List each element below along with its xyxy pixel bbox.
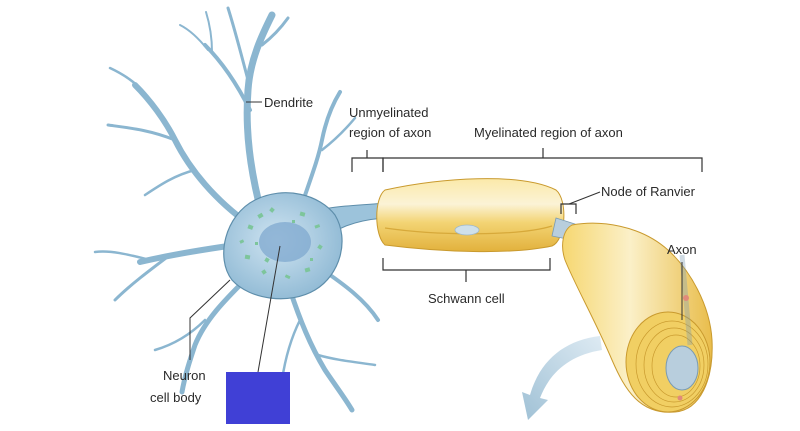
neuron-label-line2: cell body (150, 390, 202, 405)
cell-body-leader (189, 279, 231, 360)
axon-label: Axon (667, 242, 697, 257)
unmyelinated-label-line2: region of axon (349, 125, 431, 140)
schwann-cell-segment-2 (562, 222, 713, 413)
schwann-cell-label: Schwann cell (428, 291, 505, 306)
neuron-label-line1: Neuron (163, 368, 206, 383)
myelinated-bracket (382, 148, 703, 172)
dendrite-label: Dendrite (264, 95, 313, 110)
nucleus-leader (257, 245, 281, 373)
unmyelinated-bracket (351, 150, 384, 172)
nissl-bodies (239, 207, 323, 280)
node-bracket (560, 203, 577, 214)
node-leader (568, 191, 601, 205)
node-of-ranvier-label: Node of Ranvier (601, 184, 696, 199)
schwann-cell-segment (376, 178, 565, 253)
unmyelinated-label-line1: Unmyelinated (349, 105, 429, 120)
nucleus (259, 222, 311, 262)
curved-arrow (522, 336, 602, 420)
myelinated-label: Myelinated region of axon (474, 125, 623, 140)
schwann-bracket (382, 258, 551, 282)
redaction-box (226, 372, 290, 424)
